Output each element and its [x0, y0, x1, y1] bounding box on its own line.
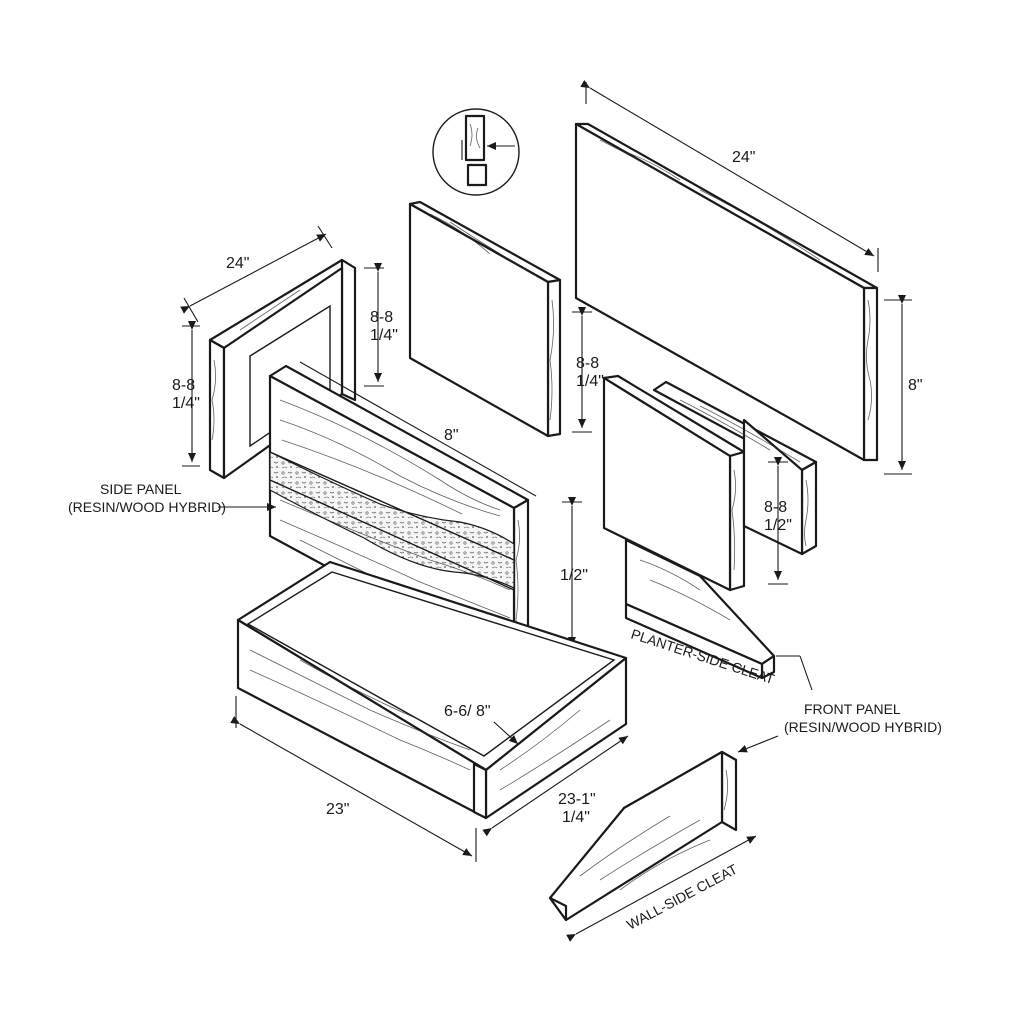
- wall-side-cleat: [548, 750, 738, 922]
- hybrid-side-panel: [268, 364, 530, 670]
- label-middle-panel-height-a: 8-8: [370, 309, 393, 326]
- label-small-panel-height-b: 1/2": [764, 517, 792, 534]
- joint-detail-callout: [432, 108, 520, 196]
- middle-panel: [408, 200, 562, 438]
- label-side-panel-subtitle: (RESIN/WOOD HYBRID): [68, 499, 226, 515]
- right-front-panel: [602, 374, 746, 592]
- dim-left-panel-width: 24": [180, 225, 333, 323]
- label-base-length: 23": [326, 801, 349, 818]
- dim-left-panel-height: 8-8 1/4": [172, 321, 200, 467]
- label-right-middle-height-b: 1/4": [576, 373, 604, 390]
- dim-right-middle-height: 8-8 1/4": [572, 307, 604, 433]
- label-right-middle-height-a: 8-8: [576, 355, 599, 372]
- side-panel-callout: SIDE PANEL (RESIN/WOOD HYBRID): [68, 481, 276, 515]
- label-base-depth-b: 1/4": [562, 809, 590, 826]
- label-left-panel-height-a: 8-8: [172, 377, 195, 394]
- dim-base-length: 23": [230, 696, 477, 862]
- label-side-panel-title: SIDE PANEL: [100, 481, 182, 497]
- dim-back-panel-width: 24": [580, 79, 879, 272]
- dim-middle-panel-height: 8-8 1/4": [364, 263, 398, 387]
- label-hybrid-width: 8": [444, 427, 459, 444]
- dim-hybrid-width: 8": [299, 361, 537, 497]
- label-hybrid-height: 1/2": [560, 567, 588, 584]
- label-left-panel-width: 24": [226, 255, 249, 272]
- label-back-panel-height: 8": [908, 377, 923, 394]
- dim-back-panel-height: 8": [884, 295, 923, 475]
- right-small-panel: [652, 380, 818, 556]
- label-front-panel-title: FRONT PANEL: [804, 701, 901, 717]
- base-tray: [236, 560, 628, 820]
- label-base-depth-a: 23-1": [558, 791, 596, 808]
- dim-small-panel-height: 8-8 1/2": [764, 457, 792, 585]
- label-small-panel-height-a: 8-8: [764, 499, 787, 516]
- dim-base-depth: 23-1" 1/4": [482, 735, 629, 837]
- label-base-inner: 6-6/ 8": [444, 703, 491, 720]
- label-left-panel-height-b: 1/4": [172, 395, 200, 412]
- label-back-panel-width: 24": [732, 149, 755, 166]
- label-middle-panel-height-b: 1/4": [370, 327, 398, 344]
- front-panel-callout: FRONT PANEL (RESIN/WOOD HYBRID): [737, 655, 942, 753]
- label-front-panel-subtitle: (RESIN/WOOD HYBRID): [784, 719, 942, 735]
- dim-hybrid-height: 1/2": [560, 497, 588, 651]
